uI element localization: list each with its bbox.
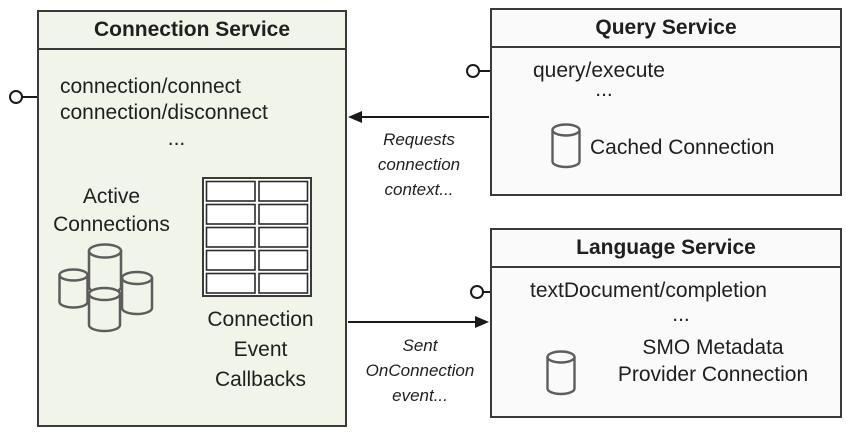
- sent-arrowhead-icon: [475, 316, 489, 328]
- smo-metadata-provider-connection-label: SMO Metadata Provider Connection: [617, 336, 809, 386]
- method-query-execute: query/execute: [533, 59, 665, 82]
- database-cylinder-icon: [546, 350, 576, 396]
- sent-onconnection-event-label: Sent OnConnection event...: [365, 336, 475, 405]
- language-methods-ellipsis: ...: [672, 303, 690, 326]
- query-methods-ellipsis: ...: [595, 78, 613, 101]
- connection-service-lollipop-icon: [9, 90, 23, 104]
- active-connections-label: Active Connections: [53, 185, 170, 236]
- connection-service-methods: connection/connect connection/disconnect…: [60, 74, 293, 152]
- method-textdocument-completion: textDocument/completion: [530, 279, 767, 302]
- language-service-box: Language Service textDocument/completion…: [490, 228, 842, 418]
- connection-event-callbacks-label: Connection Event Callbacks: [207, 308, 314, 391]
- query-service-box: Query Service query/execute ... Cached C…: [490, 8, 842, 196]
- active-connections-cylinders-icon: [58, 243, 154, 333]
- query-service-title: Query Service: [492, 10, 840, 48]
- connection-methods-ellipsis: ...: [167, 127, 186, 150]
- requests-arrowhead-icon: [348, 111, 362, 123]
- database-cylinder-icon: [551, 123, 581, 169]
- language-service-title: Language Service: [492, 230, 840, 268]
- method-connection-disconnect: connection/disconnect: [60, 101, 268, 124]
- cached-connection-label: Cached Connection: [590, 136, 775, 159]
- connection-service-box: Connection Service connection/connect co…: [37, 10, 347, 427]
- connection-service-title: Connection Service: [39, 12, 345, 50]
- query-service-lollipop-icon: [466, 64, 480, 78]
- language-service-lollipop-icon: [470, 285, 484, 299]
- requests-connection-context-label: Requests connection context...: [377, 130, 461, 199]
- callbacks-table-icon: [202, 177, 312, 297]
- method-connection-connect: connection/connect: [60, 75, 241, 98]
